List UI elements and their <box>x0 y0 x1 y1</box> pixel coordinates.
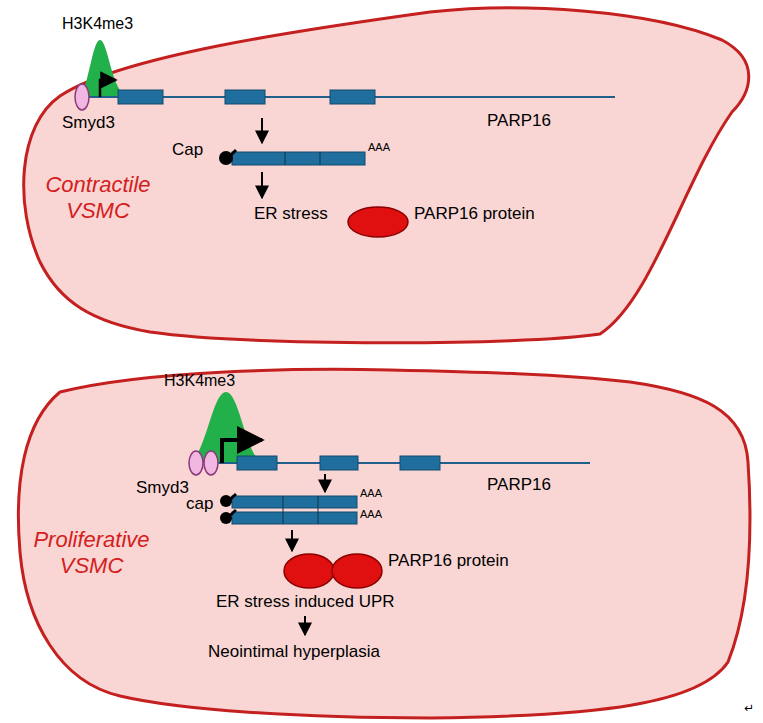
cap-label: cap <box>186 494 213 514</box>
gene-label: PARP16 <box>487 475 551 495</box>
polya-label: AAA <box>360 508 382 521</box>
cell-type-label: Proliferative VSMC <box>14 527 169 579</box>
histone-mark-label: H3K4me3 <box>164 371 235 390</box>
vsmc-cell: Contractile VSMC <box>0 0 763 352</box>
return-mark: ↵ <box>744 701 754 715</box>
polya-label: AAA <box>368 141 390 154</box>
protein-label: PARP16 protein <box>388 551 509 571</box>
cap-label: Cap <box>172 140 203 160</box>
protein-label: Smyd3 <box>62 113 115 133</box>
stress-label: ER stress <box>254 204 328 224</box>
vsmc-cell: Proliferative VSMC <box>0 352 763 723</box>
protein-label: Smyd3 <box>136 478 189 498</box>
response-label: ER stress induced UPR <box>216 592 395 612</box>
polya-label: AAA <box>360 487 382 500</box>
gene-label: PARP16 <box>487 111 551 131</box>
cell-type-label: Contractile VSMC <box>28 172 168 224</box>
histone-mark-label: H3K4me3 <box>62 14 133 33</box>
outcome-label: Neointimal hyperplasia <box>208 642 380 662</box>
protein-label: PARP16 protein <box>414 204 535 224</box>
